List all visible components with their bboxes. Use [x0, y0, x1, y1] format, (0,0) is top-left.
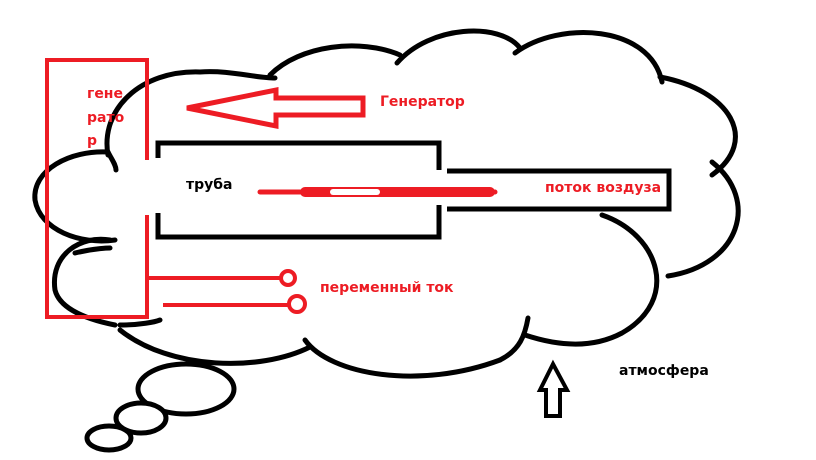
generator-box-label-line-3: р — [87, 133, 97, 149]
thought-bubble-large — [135, 361, 237, 417]
thought-bubble-medium — [113, 400, 169, 436]
thought-cloud — [32, 28, 741, 379]
generator-box-label-line-1: гене — [87, 86, 123, 102]
ac-terminal-bottom-icon — [287, 294, 307, 314]
thought-bubbles — [84, 361, 237, 453]
cloud-bump-top-left — [104, 69, 278, 158]
pipe — [155, 140, 672, 240]
pipe-narrow-section — [447, 168, 672, 212]
generator-arrow-label: Генератор — [380, 94, 465, 110]
ac-terminals — [147, 269, 307, 314]
cloud-bump-lower-right — [522, 212, 660, 347]
atmosphere-up-arrow-icon — [536, 359, 571, 418]
generator-box-label-line-2: рато — [87, 110, 125, 126]
airflow-label: поток воздуза — [545, 180, 661, 196]
generator-arrow-icon — [186, 86, 366, 130]
pipe-wide-section — [155, 140, 442, 240]
pipe-label: труба — [186, 177, 232, 193]
atmosphere-label: атмосфера — [619, 363, 709, 379]
ac-terminal-top-icon — [279, 269, 297, 287]
thought-bubble-small — [84, 423, 134, 453]
cloud-bump-top-right — [512, 30, 665, 85]
alternating-current-label: переменный ток — [320, 280, 454, 296]
cloud-bump-top-mid — [394, 28, 523, 66]
cloud-bump-far-right — [665, 159, 741, 279]
cloud-bump-bottom — [302, 337, 503, 379]
cloud-bump-right — [657, 74, 738, 178]
airflow-line — [257, 187, 498, 197]
cloud-bump-left — [32, 149, 118, 244]
